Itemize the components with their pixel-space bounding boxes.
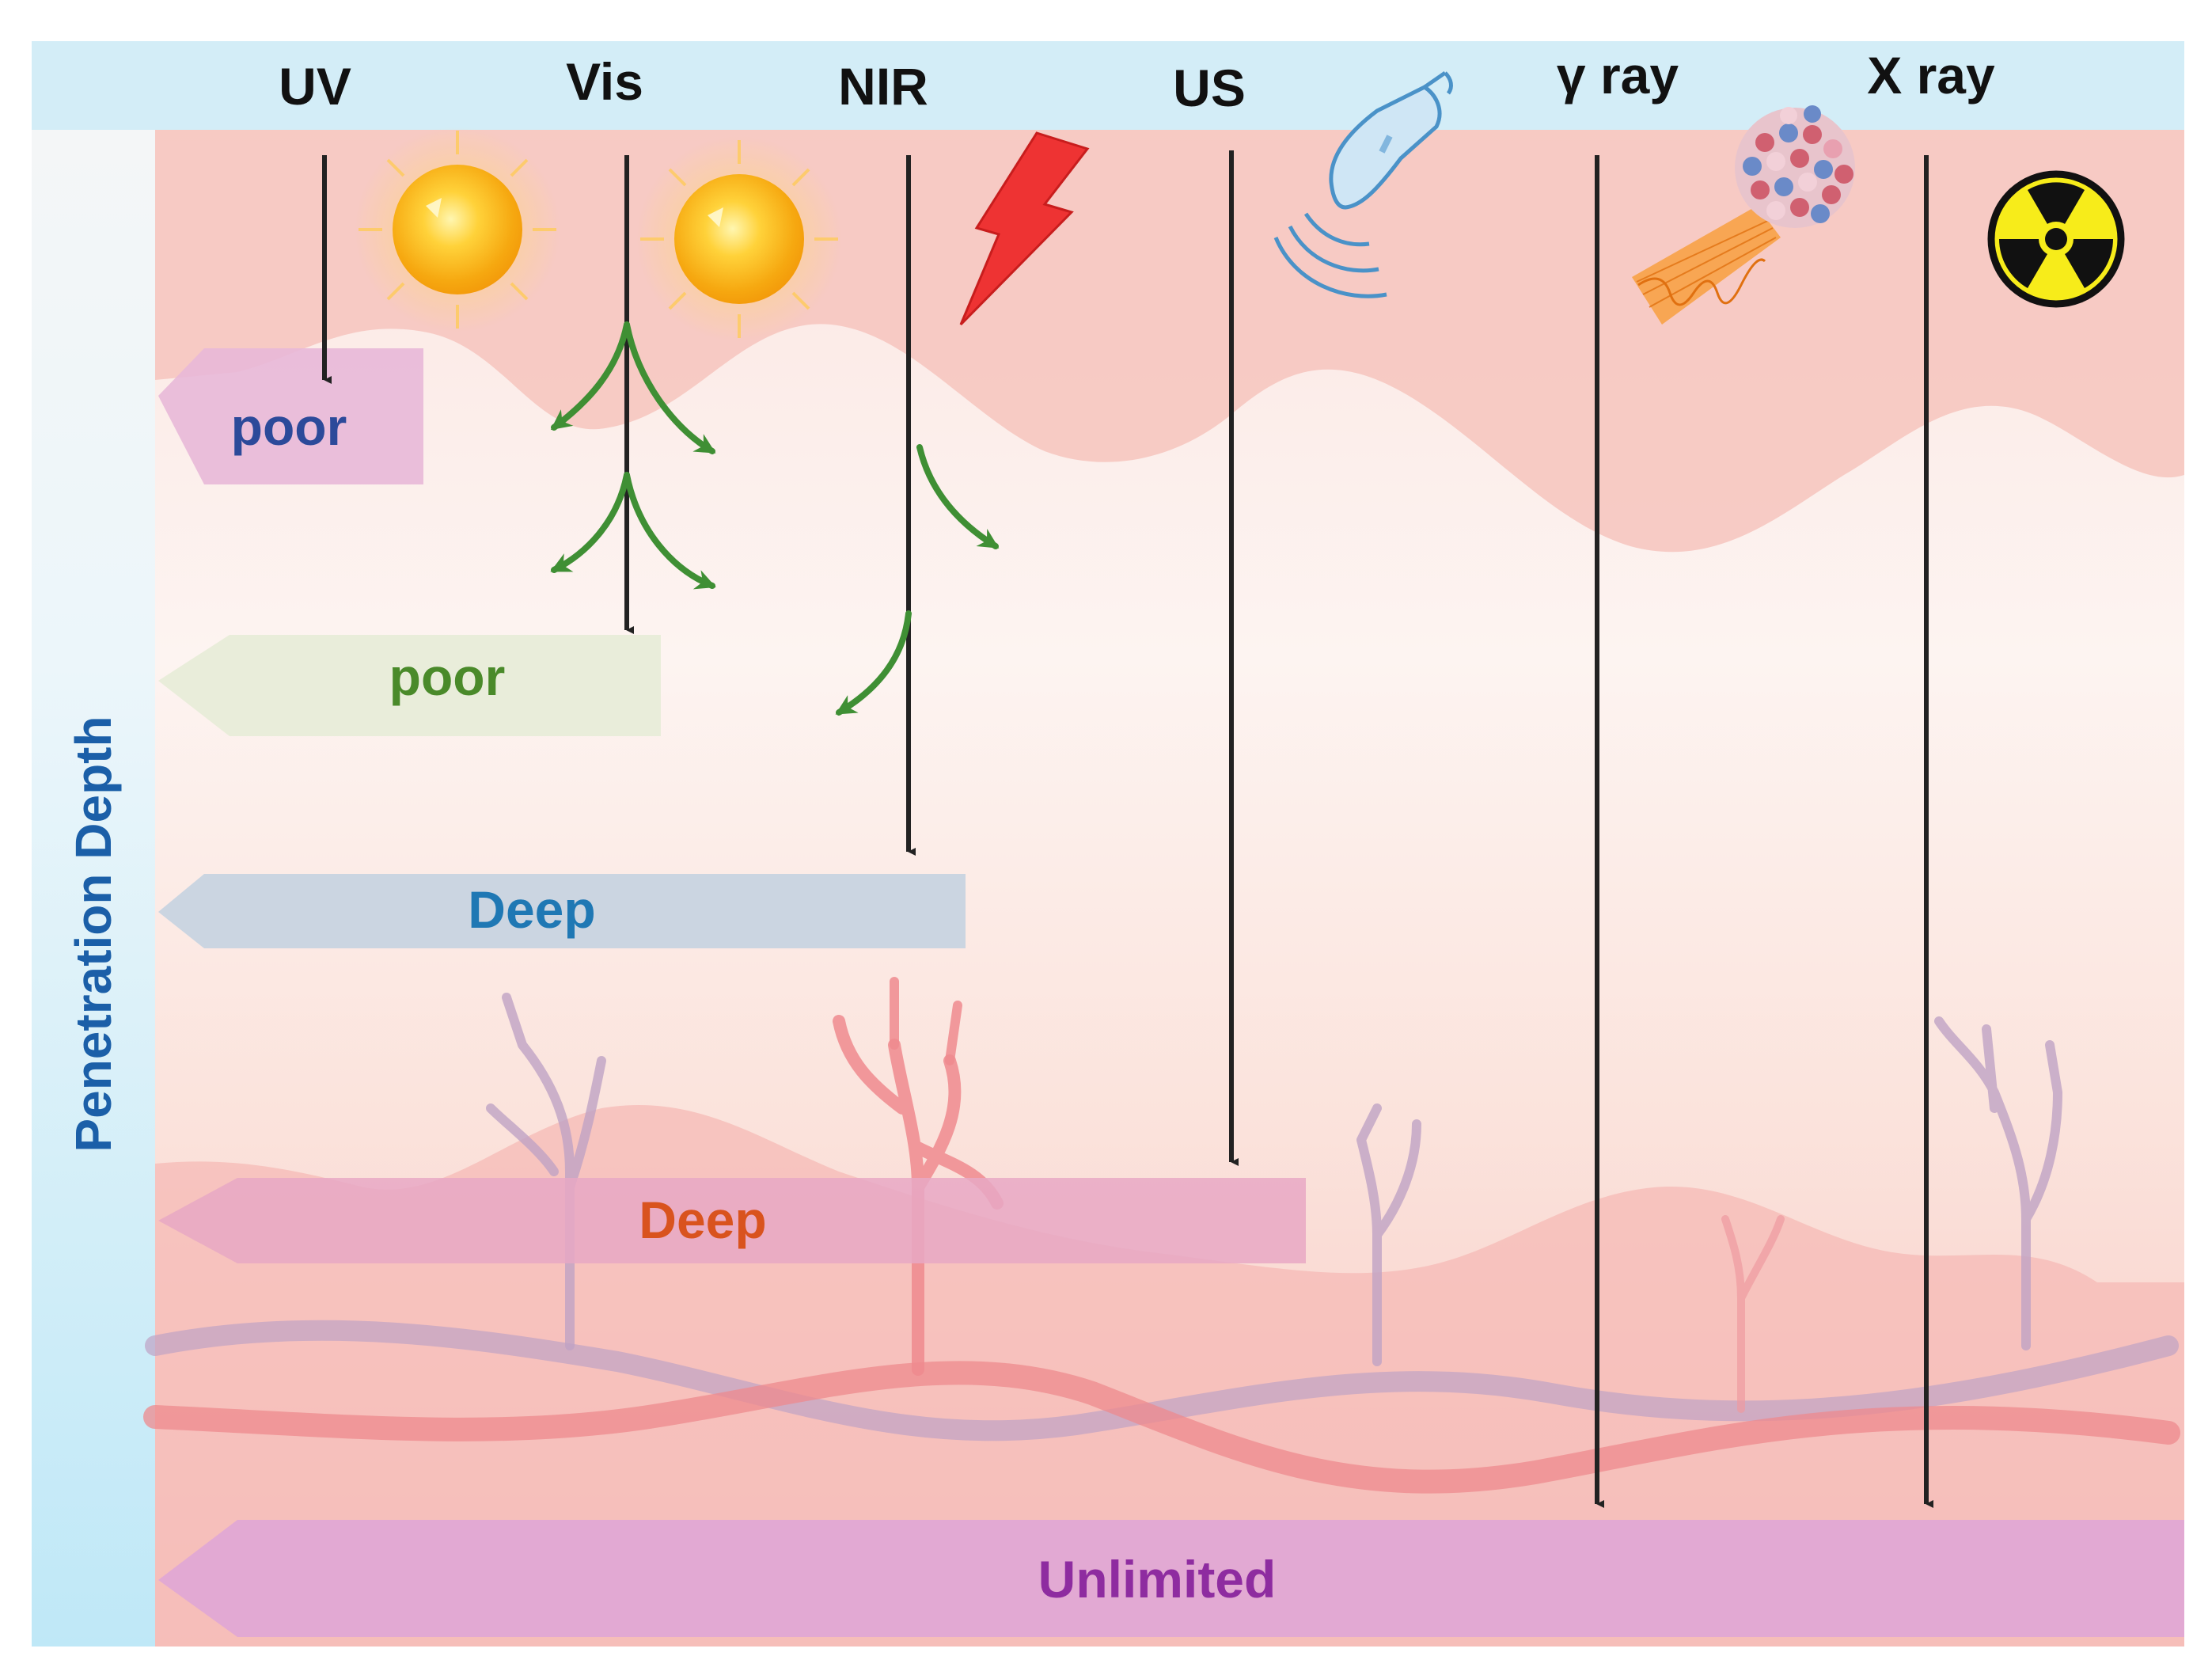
label-x-ray: X ray [1867,46,1995,104]
band-label-rays: Unlimited [1038,1550,1277,1609]
label-vis: Vis [566,52,643,111]
ultrasound-probe-icon [1273,70,1453,298]
band-label-uv: poor [231,397,347,456]
depth-band-labels: poor poor Deep Deep Unlimited [231,397,1277,1609]
depth-band-nir [158,874,966,948]
depth-band-us [158,1178,1306,1263]
band-label-us: Deep [639,1191,766,1249]
label-us: US [1173,59,1246,117]
label-uv: UV [279,57,351,116]
sun-icon [636,136,842,342]
band-label-nir: Deep [468,880,595,939]
label-gamma-ray: γ ray [1557,46,1679,104]
blood-vessels [143,977,2180,1494]
radiation-header-band [32,41,2184,130]
depth-band-uv [158,348,423,484]
nanoparticle-cluster-icon [1632,105,1855,325]
lightning-icon [959,131,1090,326]
radiation-labels: UV Vis NIR US γ ray X ray [279,46,1995,117]
label-nir: NIR [838,57,928,116]
radiation-trefoil-icon [1987,170,2125,308]
scattering-arrows [550,321,1000,716]
depth-bands [158,348,2184,1637]
depth-band-vis [158,635,661,736]
penetration-arrows [322,150,1933,1508]
penetration-depth-axis-label: Penetration Depth [65,716,122,1152]
depth-band-rays [158,1520,2184,1637]
penetration-depth-side-band [32,130,155,1647]
sun-icon [355,127,560,332]
band-label-vis: poor [389,648,506,706]
